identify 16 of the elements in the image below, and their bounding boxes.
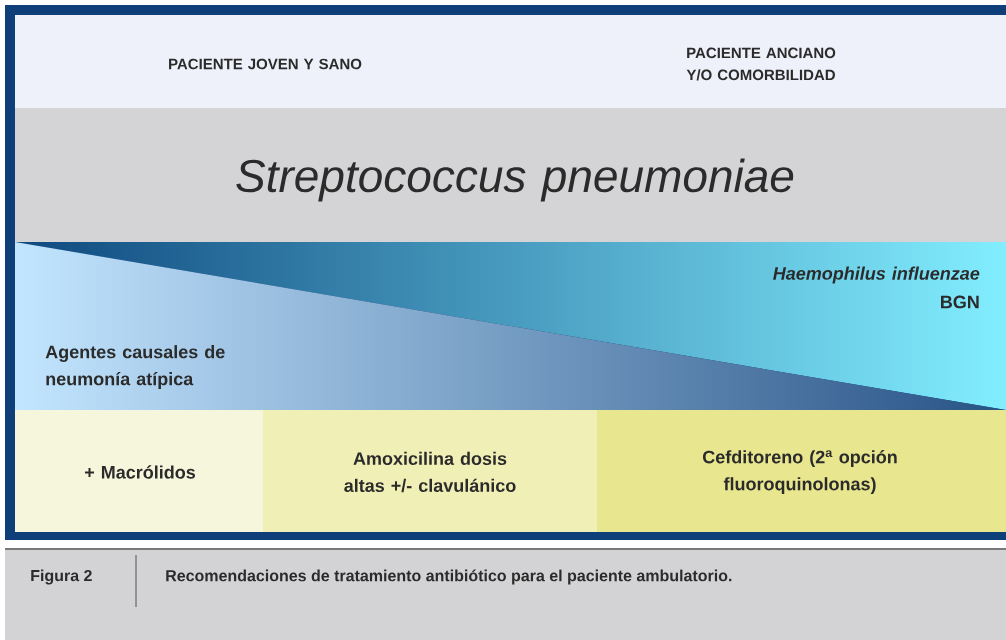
pathogen-name: Haemophilus influenzae	[773, 266, 980, 284]
column-heading: PACIENTE JOVEN Y SANO	[169, 58, 362, 70]
pathogen-group: BGN	[941, 295, 979, 309]
header-band	[15, 15, 1006, 108]
caption-text: Recomendaciones de tratamiento antibiótico para el paciente ambulatorio.	[166, 569, 732, 585]
treatment-text: Cefditoreno (2$^{a}$ opción fluoroquinolonas)	[703, 450, 897, 494]
treatment-cell	[15, 410, 263, 532]
figure-label: Figura 2	[31, 569, 92, 585]
column-heading: PACIENTE ANCIANO Y/O COMORBILIDAD	[686, 47, 836, 81]
pathogen-band	[15, 108, 1006, 242]
pathogen-name: Agentes causales de neumonía atípica	[45, 345, 225, 389]
treatment-cell	[263, 410, 597, 532]
treatment-cell	[597, 410, 1006, 532]
treatment-text: + Macrólidos	[85, 465, 196, 479]
pathogen-name: Streptococcus pneumoniae	[236, 158, 794, 202]
treatment-text: Amoxicilina dosis altas +/- clavulánico	[344, 451, 516, 493]
